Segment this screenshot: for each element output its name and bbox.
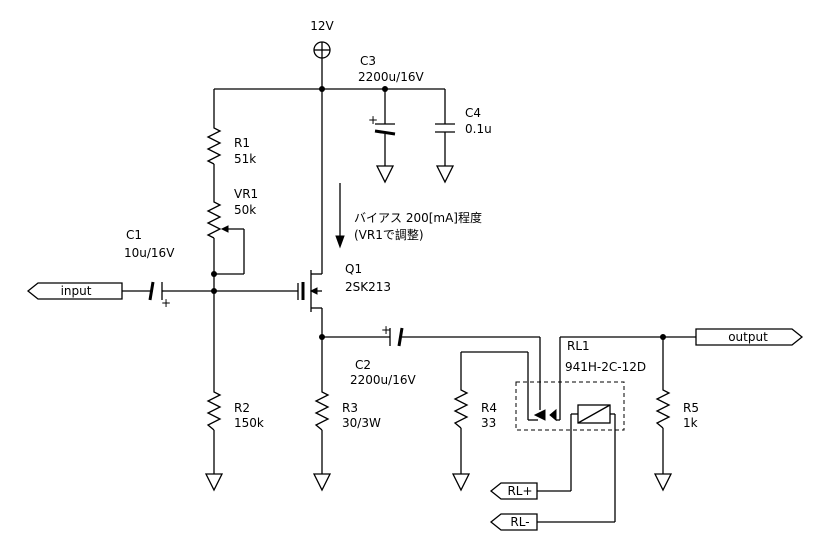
junction-dots <box>211 86 666 340</box>
q1-value: 2SK213 <box>345 280 391 294</box>
r2-ref: R2 <box>234 401 250 415</box>
c2-ref: C2 <box>355 358 371 372</box>
ground-icon <box>204 473 224 492</box>
ground-icon <box>451 473 471 492</box>
capacitor-c2 <box>389 327 404 347</box>
rl-minus-label: RL- <box>510 515 529 529</box>
relay-boundary <box>515 381 625 431</box>
wires <box>122 58 696 523</box>
c3-value: 2200u/16V <box>358 70 424 84</box>
rl1-value: 941H-2C-12D <box>565 360 646 374</box>
c3-polarity: + <box>368 113 378 127</box>
relay-coil <box>577 404 611 424</box>
c4-value: 0.1u <box>465 122 492 136</box>
relay-rl1 <box>515 381 625 431</box>
bias-arrow <box>335 183 345 249</box>
r5-value: 1k <box>683 416 698 430</box>
junction-dot <box>211 271 217 277</box>
c2-value: 2200u/16V <box>350 373 416 387</box>
variable-resistor-vr1 <box>206 200 229 239</box>
junction-dot <box>319 86 325 92</box>
resistor-r1 <box>206 126 222 165</box>
output-port-label: output <box>728 330 768 344</box>
junction-dot <box>382 86 388 92</box>
vr1-ref: VR1 <box>234 187 258 201</box>
input-port-label: input <box>61 284 92 298</box>
vr1-value: 50k <box>234 203 256 217</box>
r1-ref: R1 <box>234 136 250 150</box>
mosfet-q1 <box>297 270 322 312</box>
r2-value: 150k <box>234 416 264 430</box>
capacitor-c1 <box>148 281 164 301</box>
ground-icon <box>375 165 395 184</box>
ground-symbols <box>204 165 673 492</box>
supply-terminal <box>313 41 331 59</box>
resistor-r3 <box>314 390 330 431</box>
c1-ref: C1 <box>126 228 142 242</box>
rl-plus-port <box>489 482 538 500</box>
c1-value: 10u/16V <box>124 246 175 260</box>
junction-dot <box>211 288 217 294</box>
rl-minus-port <box>489 513 538 531</box>
r4-value: 33 <box>481 416 496 430</box>
supply-label: 12V <box>310 19 334 33</box>
ground-icon <box>312 473 332 492</box>
r3-value: 30/3W <box>342 416 381 430</box>
c2-polarity: + <box>381 323 391 337</box>
resistor-r2 <box>206 390 222 431</box>
r1-value: 51k <box>234 152 256 166</box>
junction-dot <box>319 334 325 340</box>
resistor-r5 <box>655 388 671 429</box>
q1-ref: Q1 <box>345 262 362 276</box>
c3-ref: C3 <box>360 54 376 68</box>
r5-ref: R5 <box>683 401 699 415</box>
c1-polarity: + <box>161 296 171 310</box>
junction-dot <box>660 334 666 340</box>
rl1-ref: RL1 <box>567 339 590 353</box>
rl-plus-label: RL+ <box>507 484 532 498</box>
r4-ref: R4 <box>481 401 497 415</box>
capacitor-c3 <box>374 123 396 136</box>
input-port <box>26 282 123 300</box>
ground-icon <box>435 165 455 184</box>
r3-ref: R3 <box>342 401 358 415</box>
resistor-r4 <box>453 388 469 429</box>
ground-icon <box>653 473 673 492</box>
bias-note-line1: バイアス 200[mA]程度 <box>354 210 482 225</box>
c4-ref: C4 <box>465 106 481 120</box>
capacitor-c4 <box>435 123 455 133</box>
bias-note-line2: (VR1で調整) <box>354 227 424 242</box>
output-port <box>695 328 804 346</box>
